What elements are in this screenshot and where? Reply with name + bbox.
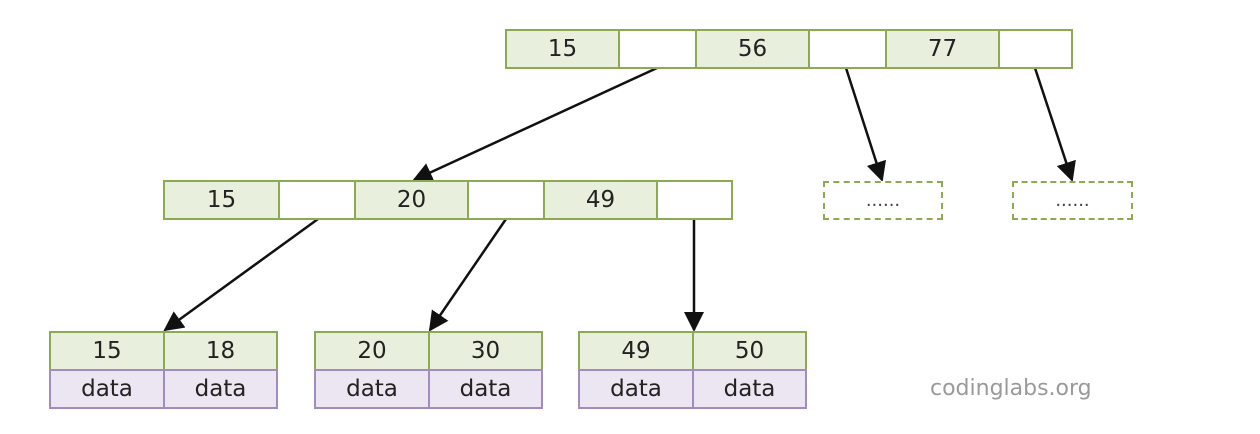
- internal-pointer-2: [469, 182, 545, 218]
- internal-key-1: 15: [165, 182, 280, 218]
- arrow-root-to-placeholder-2: [1033, 67, 1076, 182]
- leaf-node-2: 20 30 data data: [314, 331, 543, 409]
- leaf-key: 30: [470, 338, 501, 364]
- internal-pointer-1: [280, 182, 356, 218]
- leaf-node-1: 15 18 data data: [49, 331, 278, 409]
- leaf-keys-row: 49 50: [578, 331, 807, 369]
- watermark: codinglabs.org: [930, 376, 1092, 401]
- root-pointer-2: [810, 31, 887, 67]
- leaf-data-row: data data: [49, 369, 278, 409]
- arrow-internal-to-leaf-1: [163, 217, 319, 332]
- root-pointer-3: [1000, 31, 1071, 67]
- internal-key-3: 49: [545, 182, 658, 218]
- root-pointer-1: [620, 31, 697, 67]
- leaf-data: data: [194, 376, 247, 402]
- root-node: 15 56 77: [505, 29, 1073, 69]
- leaf-key: 49: [580, 333, 694, 369]
- leaf-data: data: [459, 376, 512, 402]
- root-key-2: 56: [697, 31, 810, 67]
- leaf-key: 15: [51, 333, 165, 369]
- leaf-keys-row: 15 18: [49, 331, 278, 369]
- leaf-data-row: data data: [314, 369, 543, 409]
- placeholder-node-2: ......: [1012, 181, 1133, 220]
- placeholder-node-1: ......: [823, 181, 943, 220]
- arrow-internal-to-leaf-2: [428, 218, 508, 332]
- leaf-keys-row: 20 30: [314, 331, 543, 369]
- leaf-data: data: [316, 371, 430, 407]
- leaf-node-3: 49 50 data data: [578, 331, 807, 409]
- leaf-data: data: [723, 376, 776, 402]
- leaf-key: 50: [734, 338, 765, 364]
- leaf-data: data: [580, 371, 694, 407]
- leaf-data: data: [51, 371, 165, 407]
- leaf-key: 18: [205, 338, 236, 364]
- arrow-root-to-internal: [412, 66, 658, 182]
- internal-key-2: 20: [356, 182, 469, 218]
- internal-pointer-3: [658, 182, 731, 218]
- internal-node: 15 20 49: [163, 180, 733, 220]
- root-key-1: 15: [507, 31, 620, 67]
- root-key-3: 77: [887, 31, 1000, 67]
- leaf-data-row: data data: [578, 369, 807, 409]
- leaf-key: 20: [316, 333, 430, 369]
- arrow-root-to-placeholder-1: [844, 67, 887, 182]
